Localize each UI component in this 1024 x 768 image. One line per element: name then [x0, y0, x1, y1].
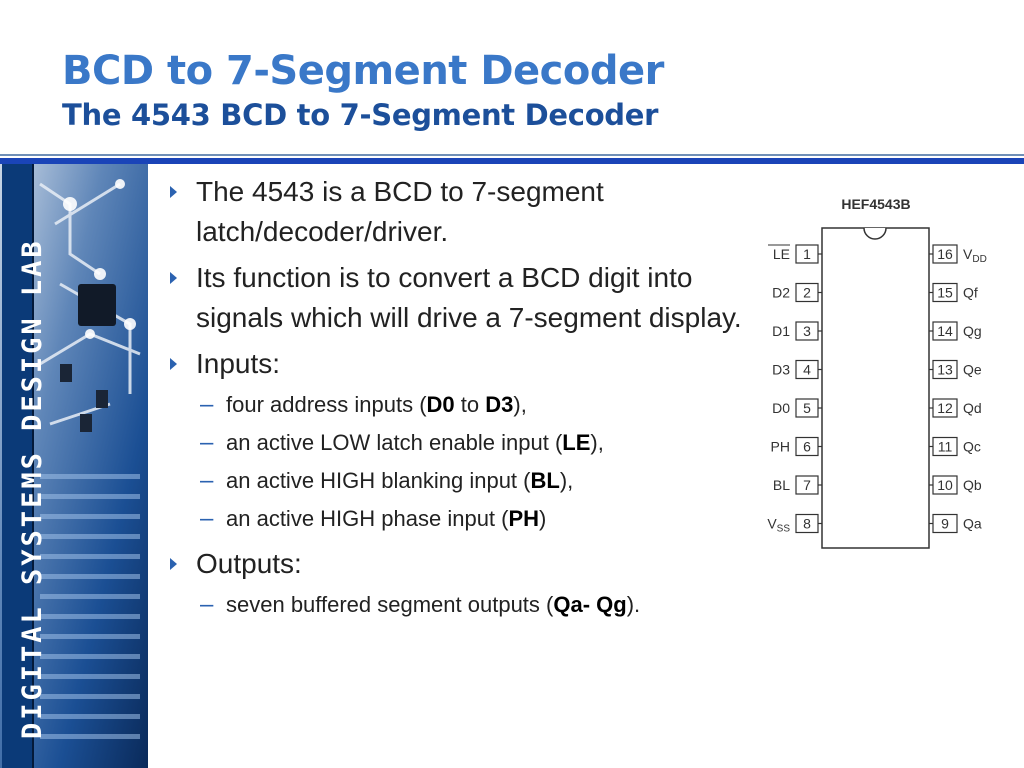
chip-body	[821, 227, 930, 549]
chip-notch	[863, 227, 887, 240]
pin-number: 10	[937, 477, 953, 493]
pin-number: 11	[938, 439, 953, 455]
left-pins: 1 LE 2 D2 3 D1 4 D3 5 D0 6 PH 7 BL 8 VSS	[767, 244, 822, 535]
chip-pin: 5 D0	[772, 398, 822, 418]
pin-number: 5	[803, 400, 811, 416]
pin-number: 1	[803, 246, 811, 262]
bullet-item: Inputs:	[168, 344, 748, 384]
sub-bullet-item: – an active LOW latch enable input (LE),	[168, 424, 748, 462]
pin-name: Qc	[963, 439, 981, 455]
sub-bullet-item: – four address inputs (D0 to D3),	[168, 386, 748, 424]
bullet-content: The 4543 is a BCD to 7-segment latch/dec…	[168, 172, 748, 630]
pin-number: 9	[941, 516, 949, 532]
pin-name: D1	[772, 323, 790, 339]
inputs-sublist: – four address inputs (D0 to D3), – an a…	[168, 386, 748, 538]
title-area: BCD to 7-Segment Decoder The 4543 BCD to…	[62, 48, 664, 132]
chip-pinout-diagram: HEF4543B 1 LE 2 D2 3 D1 4 D3 5 D0 6 PH 7 BL 8 VSS 16 VDD…	[767, 196, 987, 549]
pin-name: Qe	[963, 362, 982, 378]
pin-number: 16	[937, 246, 953, 262]
header-rule-thin	[0, 154, 1024, 156]
chip-pin: 9 Qa	[929, 513, 982, 534]
outputs-sublist: – seven buffered segment outputs (Qa- Qg…	[168, 586, 748, 624]
bullet-text: Its function is to convert a BCD digit i…	[196, 262, 742, 333]
pin-name: D3	[772, 362, 790, 378]
header-rule-thick	[0, 158, 1024, 164]
side-brand-strip: DIGITAL SYSTEMS DESIGN LAB	[2, 164, 48, 768]
pin-name: Qg	[963, 323, 982, 339]
pin-name: Qb	[963, 477, 982, 493]
chip-pin: 4 D3	[772, 359, 822, 380]
chip-pin: 13 Qe	[929, 359, 982, 380]
chip-pin: 11 Qc	[929, 436, 981, 457]
chip-pin: 10 Qb	[929, 475, 982, 495]
pin-number: 7	[803, 477, 811, 493]
pin-name: LE	[773, 246, 790, 262]
triangle-bullet-icon	[170, 358, 177, 370]
brand-text: DIGITAL SYSTEMS DESIGN LAB	[17, 238, 48, 739]
pin-name: Qa	[963, 516, 982, 532]
triangle-bullet-icon	[170, 558, 177, 570]
bullet-item: Its function is to convert a BCD digit i…	[168, 258, 748, 338]
dash-bullet-icon: –	[200, 391, 214, 418]
pin-name: VDD	[963, 246, 987, 265]
chip-pin: 14 Qg	[929, 321, 982, 341]
right-pins: 16 VDD 15 Qf 14 Qg 13 Qe 12 Qd 11 Qc 10 Qb 9 Qa	[929, 244, 987, 534]
side-banner-image: DIGITAL SYSTEMS DESIGN LAB	[0, 164, 148, 768]
triangle-bullet-icon	[170, 186, 177, 198]
pin-number: 12	[937, 400, 953, 416]
dash-bullet-icon: –	[200, 505, 214, 532]
pin-name: Qd	[963, 400, 982, 416]
sub-bullet-item: – an active HIGH blanking input (BL),	[168, 462, 748, 500]
chip-pin: 3 D1	[772, 321, 822, 341]
pin-name: Qf	[963, 285, 978, 301]
chip-pin: 7 BL	[773, 475, 822, 495]
sub-bullet-item: – seven buffered segment outputs (Qa- Qg…	[168, 586, 748, 624]
pin-number: 13	[937, 362, 953, 378]
bullet-item: The 4543 is a BCD to 7-segment latch/dec…	[168, 172, 748, 252]
bullet-text: The 4543 is a BCD to 7-segment latch/dec…	[196, 176, 604, 247]
dash-bullet-icon: –	[200, 467, 214, 494]
dash-bullet-icon: –	[200, 591, 214, 618]
slide-title: BCD to 7-Segment Decoder	[62, 48, 664, 94]
pin-name: D2	[772, 285, 790, 301]
pin-name: D0	[772, 400, 790, 416]
chip-pin: 1 LE	[768, 244, 822, 264]
chip-pin: 15 Qf	[929, 282, 978, 303]
pin-name: VSS	[767, 516, 790, 535]
pin-number: 4	[803, 362, 811, 378]
chip-part-label: HEF4543B	[841, 196, 910, 212]
bullet-text: Outputs:	[196, 548, 302, 579]
triangle-bullet-icon	[170, 272, 177, 284]
chip-pin: 8 VSS	[767, 513, 822, 535]
chip-pin: 12 Qd	[929, 398, 982, 418]
pin-number: 15	[937, 285, 953, 301]
pin-number: 6	[803, 439, 811, 455]
pin-number: 8	[803, 516, 811, 532]
bullet-text: Inputs:	[196, 348, 281, 379]
chip-pin: 2 D2	[772, 282, 822, 303]
chip-pin: 16 VDD	[929, 244, 987, 265]
bullet-item: Outputs:	[168, 544, 748, 584]
pin-number: 14	[937, 323, 953, 339]
pin-name: PH	[771, 439, 790, 455]
pin-name: BL	[773, 477, 790, 493]
chip-pin: 6 PH	[771, 436, 822, 457]
pin-number: 3	[803, 323, 811, 339]
dash-bullet-icon: –	[200, 429, 214, 456]
pin-number: 2	[803, 285, 811, 301]
slide-subtitle: The 4543 BCD to 7-Segment Decoder	[62, 98, 659, 132]
sub-bullet-item: – an active HIGH phase input (PH)	[168, 500, 748, 538]
